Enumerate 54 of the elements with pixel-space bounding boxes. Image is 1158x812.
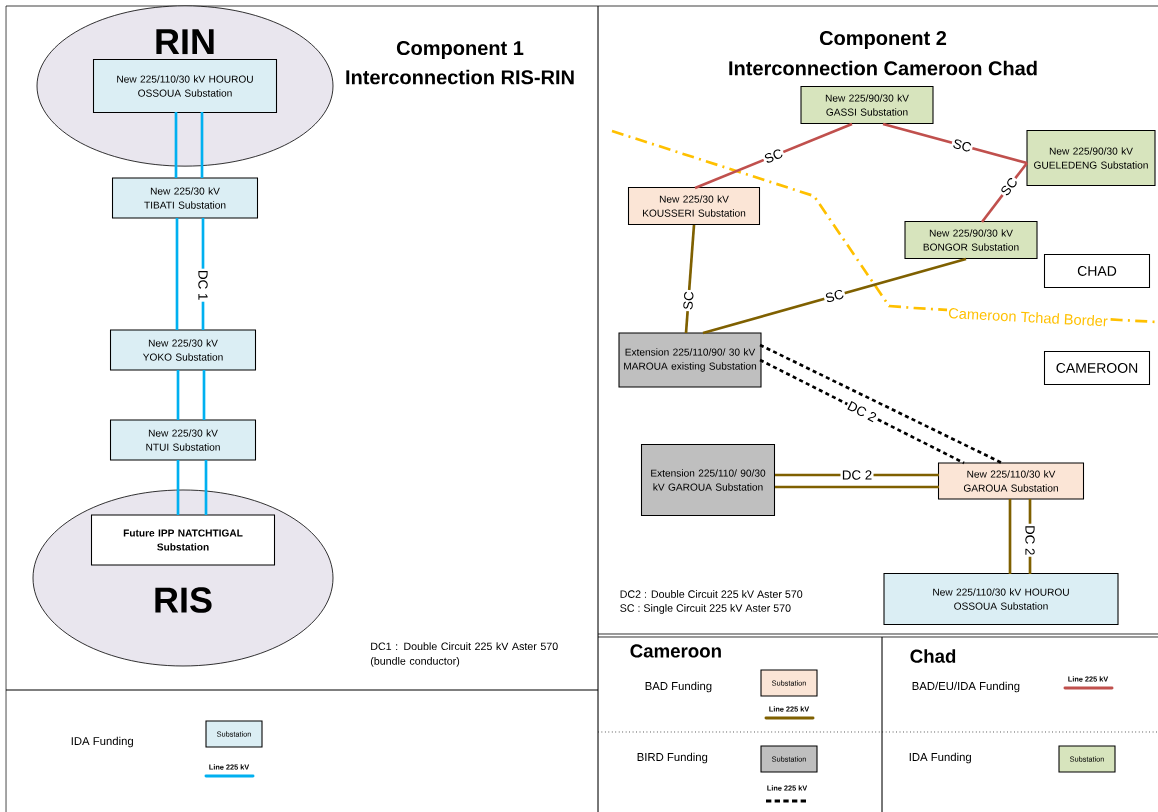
substation-box: New 225/110/30 kV HOUROU OSSOUA Substation (92, 58, 278, 114)
power-line (759, 358, 965, 465)
edge-label: DC 2 (1023, 523, 1037, 557)
power-line (202, 370, 206, 420)
power-line (759, 343, 1003, 465)
heading: Interconnection RIS-RIN (346, 69, 574, 85)
substation-box: New 225/30 kV KOUSSERI Substation (627, 186, 761, 226)
power-line (204, 460, 208, 515)
substation-box: New 225/90/30 kV BONGOR Substation (904, 220, 1038, 260)
power-line (176, 460, 180, 515)
substation-box: New 225/30 kV TIBATI Substation (111, 177, 259, 219)
edge-label: DC 2 (844, 398, 880, 425)
power-line (175, 218, 179, 330)
edge-label: DC 1 (196, 268, 210, 302)
funding-label: IDA Funding (909, 752, 971, 764)
note: DC2 : Double Circuit 225 kV Aster 570 (620, 590, 803, 598)
funding-label: BIRD Funding (637, 752, 708, 764)
substation-box: New 225/30 kV NTUI Substation (109, 419, 257, 461)
substation-box: New 225/90/30 kV GUELEDENG Substation (1026, 129, 1156, 187)
edge-label: DC 2 (840, 468, 874, 482)
edge-label: SC (681, 289, 696, 312)
edge-label: SC (997, 174, 1021, 199)
substation-box: New 225/110/30 kV HOUROU OSSOUA Substation (883, 572, 1119, 626)
power-line (176, 370, 180, 420)
edge-label: SC (822, 287, 847, 305)
funding-label: IDA Funding (71, 736, 133, 748)
substation-box: New 225/30 kV YOKO Substation (109, 329, 257, 371)
section-heading: Cameroon (630, 644, 721, 658)
power-line (1008, 499, 1012, 574)
substation-box: New 225/90/30 kV GASSI Substation (800, 85, 934, 125)
funding-label: BAD Funding (645, 681, 712, 693)
heading: Component 2 (819, 30, 947, 50)
substation-box: New 225/110/30 kV GAROUA Substation (937, 462, 1085, 500)
substation-box: Extension 225/110/90/ 30 kV MAROUA existing Substation (618, 332, 762, 388)
power-line (775, 485, 939, 489)
power-line (882, 122, 1028, 165)
edge-label: SC (761, 146, 786, 166)
power-line (174, 112, 178, 178)
heading: Component 1 (396, 40, 524, 60)
power-line (702, 257, 967, 335)
section-heading: Chad (910, 649, 956, 663)
note: DC1 : Double Circuit 225 kV Aster 570 (bundle conductor) (370, 642, 558, 667)
country-box: CHAD (1043, 253, 1151, 289)
power-line (694, 122, 853, 190)
note: SC : Single Circuit 225 kV Aster 570 (620, 604, 791, 614)
border-label: Cameroon Tchad Border (946, 306, 1110, 328)
edge-label: SC (950, 136, 974, 155)
funding-label: BAD/EU/IDA Funding (912, 681, 1020, 693)
substation-box: Future IPP NATCHTIGAL Substation (90, 514, 276, 566)
country-box: CAMEROON (1043, 350, 1151, 386)
power-line (200, 112, 204, 178)
power-line (684, 224, 696, 334)
heading: Interconnection Cameroon Chad (729, 60, 1037, 76)
substation-box: Extension 225/110/ 90/30 kV GAROUA Substation (640, 443, 776, 517)
